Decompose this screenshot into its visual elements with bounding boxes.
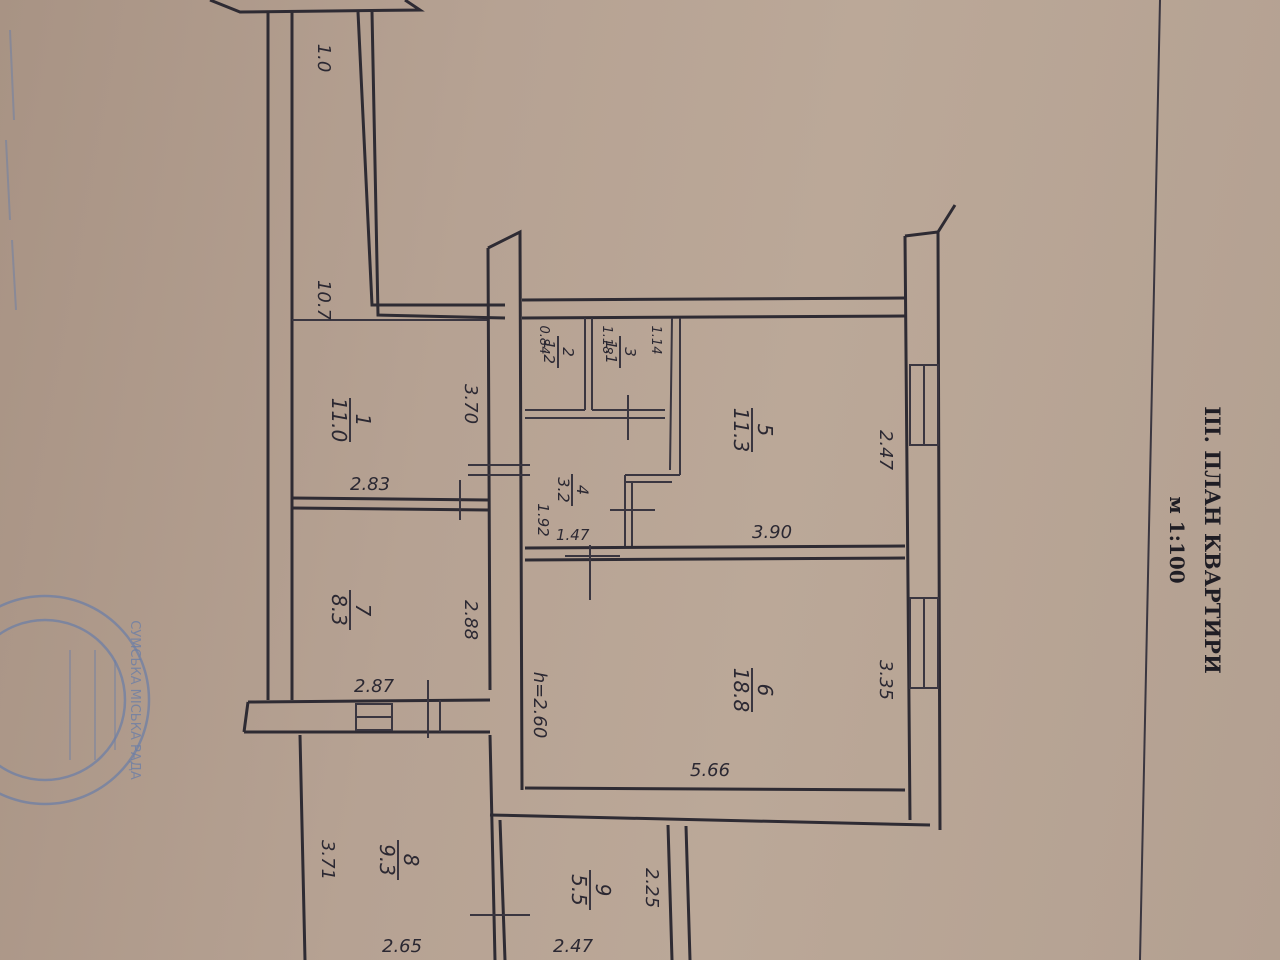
dim-room3-width: 1.18 [599, 326, 614, 355]
dim-room1-width: 2.83 [350, 474, 390, 495]
dim-room6-length: 3.35 [875, 660, 896, 700]
room-8-number: 8 [399, 854, 423, 867]
room-4-number: 4 [573, 485, 592, 495]
small-room-bottom [525, 409, 665, 419]
dim-room5-length: 2.47 [875, 430, 896, 471]
room9-right-wall [666, 824, 692, 960]
corridor-left-wall [266, 12, 294, 700]
official-stamp: СУМСЬКА МІСЬКА РАДА [0, 594, 151, 806]
dim-room1-length: 3.70 [460, 384, 481, 424]
dim-room7-width: 2.87 [354, 676, 395, 697]
room-5-area: 11.3 [729, 408, 753, 453]
room4-walls [624, 474, 680, 548]
spine-wall [486, 229, 524, 791]
room7-bottom-wall [242, 698, 491, 734]
room5-room6-wall [524, 544, 906, 562]
room-9-area: 5.5 [567, 874, 591, 906]
dim-ceiling-height: h=2.60 [529, 672, 550, 739]
dim-room8-length: 3.71 [317, 840, 338, 880]
room-2-area: 1.2 [540, 340, 558, 364]
dim-room5-width: 3.90 [752, 522, 792, 543]
dim-room2-width: 0.84 [536, 326, 551, 355]
room-7-number: 7 [351, 604, 375, 617]
entry-wall [209, 0, 425, 14]
edge-stamp-marks [5, 29, 17, 311]
room-5-number: 5 [753, 424, 777, 437]
room-1-number: 1 [351, 414, 375, 427]
room1-room7-wall [291, 496, 489, 512]
dim-room4-length: 1.47 [556, 526, 590, 544]
room-6-area: 18.8 [729, 668, 753, 713]
page-border-line [1139, 0, 1161, 960]
room-labels: 1 11.0 2 1.2 3 1.1 4 3.2 5 11.3 6 18.8 [327, 336, 777, 910]
room-2-number: 2 [559, 347, 577, 357]
room-3-number: 3 [621, 347, 639, 357]
dim-room4-width: 1.92 [534, 503, 552, 536]
plan-title: ІІІ. ПЛАН КВАРТИРИ м 1:100 [1165, 406, 1225, 674]
right-outer-wall [903, 204, 957, 831]
dim-corridor-length: 10.7 [313, 280, 334, 321]
dim-room9-width: 2.47 [553, 936, 594, 957]
room6-bottom-wall [489, 786, 931, 827]
dim-room7-length: 2.88 [460, 600, 481, 640]
lower-room-walls [298, 734, 507, 960]
dim-room6-width: 5.66 [690, 760, 730, 781]
room-6-number: 6 [753, 684, 777, 697]
title-line2: м 1:100 [1165, 496, 1189, 583]
dim-corridor-top: 1.0 [313, 44, 334, 73]
dim-room3-length: 1.14 [648, 326, 663, 355]
dim-room8-width: 2.65 [382, 936, 422, 957]
room-3-area: 1.1 [602, 340, 620, 364]
title-line1: ІІІ. ПЛАН КВАРТИРИ [1200, 406, 1225, 674]
small-room-walls [584, 317, 681, 475]
door-marks [427, 395, 655, 916]
room-8-area: 9.3 [375, 844, 399, 876]
stamp-text: СУМСЬКА МІСЬКА РАДА [127, 620, 142, 780]
room-1-area: 11.0 [327, 398, 351, 443]
corridor-right-wall [356, 11, 506, 320]
room-9-number: 9 [591, 884, 615, 897]
room-7-area: 8.3 [327, 594, 351, 626]
dim-room9-length: 2.25 [641, 868, 662, 908]
dimension-labels: 1.0 10.7 3.70 2.83 0.84 1.18 1.14 1.92 1… [313, 44, 896, 957]
upper-outer-wall [521, 296, 906, 320]
room-4-area: 3.2 [554, 477, 573, 502]
